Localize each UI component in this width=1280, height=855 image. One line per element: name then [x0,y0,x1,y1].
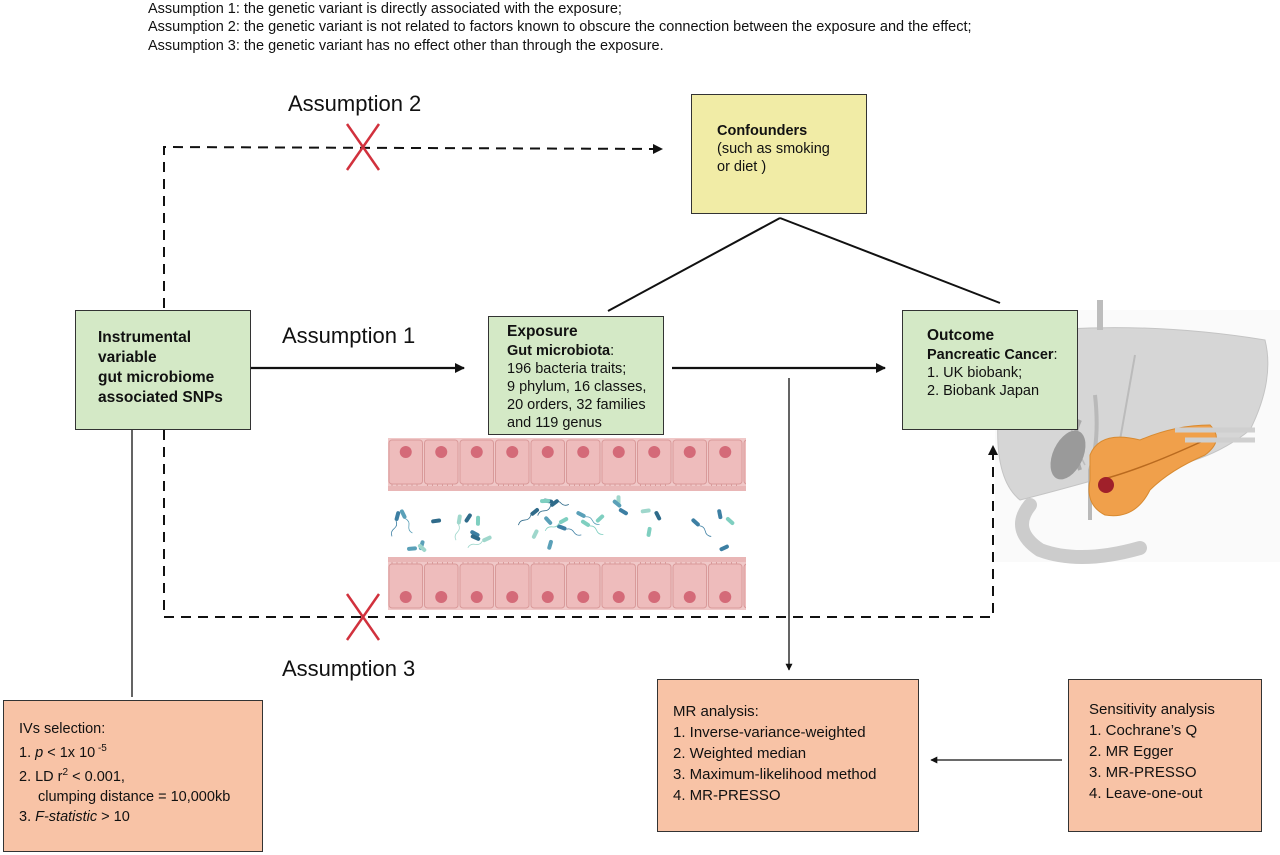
exposure-line-1: 196 bacteria traits; [507,361,627,377]
mr-method-3: 3. Maximum-likelihood method [673,766,877,783]
exposure-title: Exposure [507,323,578,340]
exposure-subtitle: Gut microbiota [507,343,611,359]
gut-lining-illustration [388,438,746,610]
exposure-colon: : [610,343,615,359]
exposure-line-2: 9 phylum, 16 classes, [507,379,647,395]
outcome-box: Outcome Pancreatic Cancer: 1. UK biobank… [902,310,1078,430]
assumption1-label: Assumption 1 [282,323,416,348]
exposure-box: Exposure Gut microbiota: 196 bacteria tr… [488,316,664,435]
iv-line-4: associated SNPs [98,389,223,406]
assumption-text-2: Assumption 2: the genetic variant is not… [148,19,972,35]
ivs-criterion-3: 3. F-statistic > 10 [19,808,130,825]
mr-method-1: 1. Inverse-variance-weighted [673,724,866,741]
confounders-line-1: (such as smoking [717,141,830,157]
assumption2-dashed-path [163,143,663,308]
outcome-subtitle: Pancreatic Cancer [927,347,1054,363]
confounder-links [607,217,1001,312]
iv-line-3: gut microbiome [98,369,215,386]
cross-assumption3-icon [345,593,381,641]
instrumental-variable-box: Instrumental variable gut microbiome ass… [75,310,251,430]
assumption3-label: Assumption 3 [282,656,416,681]
sensitivity-method-3: 3. MR-PRESSO [1089,764,1197,781]
sensitivity-analysis-box: Sensitivity analysis 1. Cochrane’s Q 2. … [1068,679,1262,832]
outcome-colon: : [1053,347,1058,363]
exposure-line-4: and 119 genus [507,415,602,431]
iv-line-2: variable [98,349,157,366]
outcome-line-1: 1. UK biobank; [927,365,1023,381]
mr-analysis-box: MR analysis: 1. Inverse-variance-weighte… [657,679,919,832]
ivs-criterion-1: 1. p < 1x 10 -5 [19,743,107,761]
outcome-line-2: 2. Biobank Japan [927,383,1040,399]
mr-method-2: 2. Weighted median [673,745,807,762]
exposure-line-3: 20 orders, 32 families [507,397,646,413]
ivs-criterion-2b: clumping distance = 10,000kb [38,788,231,805]
cross-assumption2-icon [345,123,381,171]
mr-method-4: 4. MR-PRESSO [673,787,781,804]
assumption-text-1: Assumption 1: the genetic variant is dir… [148,1,622,17]
assumption3-dashed-path [163,430,998,618]
mr-title: MR analysis: [673,703,759,720]
sensitivity-method-2: 2. MR Egger [1089,743,1174,760]
outcome-title: Outcome [927,327,995,344]
ivs-selection-box: IVs selection: 1. p < 1x 10 -5 2. LD r2 … [3,700,263,852]
assumption2-label: Assumption 2 [288,91,422,116]
sensitivity-title: Sensitivity analysis [1089,701,1215,718]
confounders-box: Confounders (such as smoking or diet ) [691,94,867,214]
assumption-text-3: Assumption 3: the genetic variant has no… [148,38,664,54]
iv-line-1: Instrumental [98,329,192,346]
confounders-title: Confounders [717,123,808,139]
confounders-line-2: or diet ) [717,159,767,175]
sensitivity-method-1: 1. Cochrane’s Q [1089,722,1198,739]
ivs-criterion-2: 2. LD r2 < 0.001, [19,766,125,785]
ivs-title: IVs selection: [19,721,106,737]
sensitivity-method-4: 4. Leave-one-out [1089,785,1203,802]
